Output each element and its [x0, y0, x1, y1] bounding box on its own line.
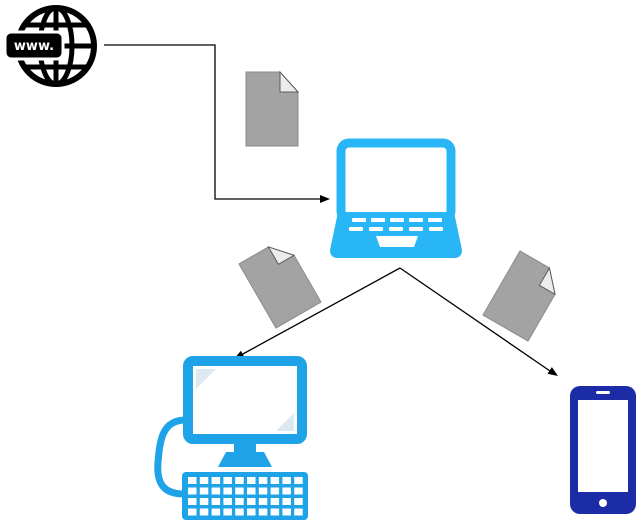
desktop-screen-glare — [276, 413, 294, 431]
keyboard-key — [270, 508, 280, 516]
keyboard-key — [247, 477, 256, 484]
laptop-key — [409, 227, 423, 231]
keyboard-keys — [188, 477, 303, 516]
keyboard-key — [199, 487, 209, 495]
keyboard-key — [294, 498, 303, 505]
laptop-key — [349, 227, 363, 231]
document-body — [238, 246, 322, 329]
document-fold — [279, 70, 300, 93]
laptop-key — [352, 218, 366, 222]
keyboard-key — [235, 508, 244, 516]
www-label: www. — [14, 39, 54, 54]
laptop-key — [390, 218, 404, 222]
keyboard-key — [258, 498, 268, 505]
keyboard-key — [282, 487, 291, 495]
keyboard-key — [247, 487, 256, 495]
keyboard-key — [223, 498, 232, 505]
keyboard-key — [211, 477, 221, 484]
keyboard-key — [282, 498, 291, 505]
laptop-key — [371, 218, 385, 222]
keyboard-key — [211, 508, 221, 516]
keyboard-key — [211, 498, 221, 505]
document-icon — [245, 70, 300, 147]
laptop-base — [330, 212, 462, 258]
keyboard-key — [223, 508, 232, 516]
desktop-stand-neck — [234, 440, 256, 453]
document-fold — [267, 246, 296, 265]
arrowhead — [320, 195, 330, 203]
document-fold — [538, 266, 556, 296]
keyboard-key — [188, 508, 197, 516]
keyboard-key — [294, 487, 303, 495]
laptop-key — [389, 227, 403, 231]
laptop-key — [409, 218, 423, 222]
keyboard-key — [282, 508, 291, 516]
keyboard-key — [235, 498, 244, 505]
phone-speaker — [596, 391, 610, 394]
keyboard-key — [258, 508, 268, 516]
phone-screen — [578, 400, 628, 492]
laptop-keys — [349, 218, 443, 231]
connector-line — [240, 267, 401, 356]
document-body — [482, 250, 556, 342]
keyboard-key — [258, 487, 268, 495]
keyboard-key — [199, 508, 209, 516]
keyboard-key — [235, 477, 244, 484]
connector-laptop-to-phone — [399, 267, 558, 376]
keyboard-key — [270, 477, 280, 484]
smartphone-icon — [570, 386, 636, 514]
keyboard-key — [188, 487, 197, 495]
desktop-computer-icon — [154, 356, 308, 520]
laptop-key — [369, 227, 383, 231]
arrowhead — [547, 367, 558, 376]
globe-www-icon: www. — [3, 5, 97, 87]
keyboard-key — [294, 508, 303, 516]
keyboard-key — [235, 487, 244, 495]
desktop-stand-base — [218, 452, 272, 467]
laptop-screen — [336, 138, 456, 224]
document-icon — [238, 246, 322, 329]
keyboard-key — [247, 508, 256, 516]
connector-line — [399, 267, 551, 372]
connector-line — [104, 44, 321, 200]
www-label-box — [3, 30, 65, 61]
keyboard-key — [199, 477, 209, 484]
keyboard-key — [258, 477, 268, 484]
desktop-cable — [154, 416, 190, 498]
laptop-key — [428, 218, 442, 222]
laptop-key — [429, 227, 443, 231]
document-icon — [482, 250, 556, 342]
laptop-icon — [330, 138, 462, 258]
connector-globe-to-laptop — [104, 44, 330, 203]
laptop-trackpad — [376, 236, 418, 247]
keyboard-key — [247, 498, 256, 505]
desktop-screen-glare — [196, 369, 216, 389]
keyboard-key — [282, 477, 291, 484]
keyboard-key — [270, 487, 280, 495]
keyboard-key — [188, 477, 197, 484]
keyboard-key — [223, 487, 232, 495]
keyboard-key — [294, 477, 303, 484]
keyboard-key — [188, 498, 197, 505]
keyboard-key — [199, 498, 209, 505]
phone-home-button — [599, 499, 607, 507]
desktop-monitor — [183, 356, 307, 444]
keyboard-key — [270, 498, 280, 505]
keyboard-key — [223, 477, 232, 484]
keyboard-key — [211, 487, 221, 495]
